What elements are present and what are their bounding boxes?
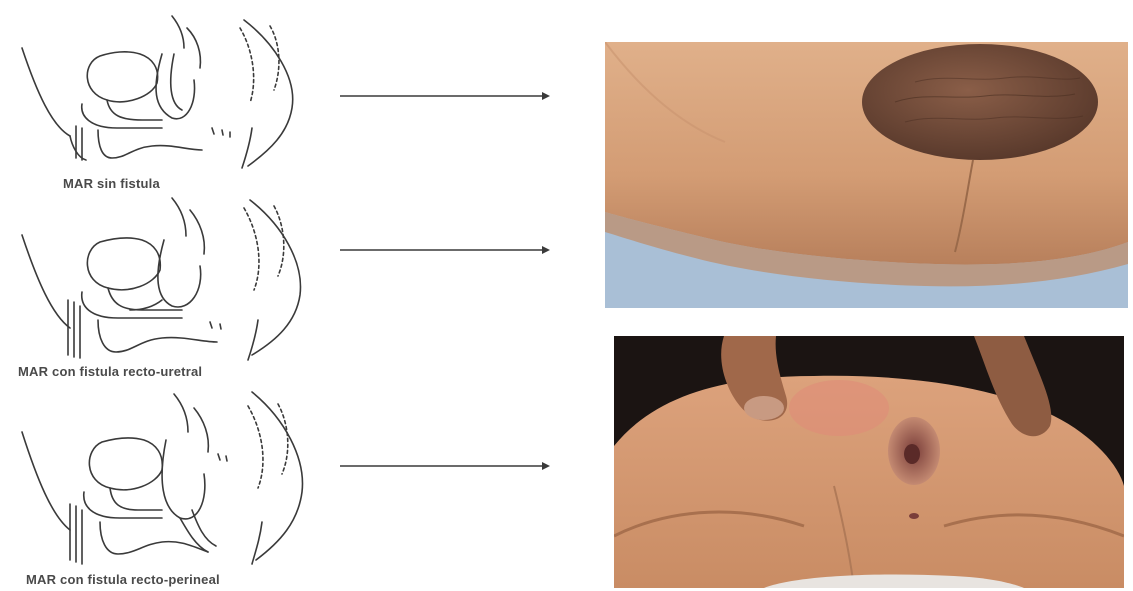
anatomy-diagram-no-fistula <box>12 8 332 173</box>
arrow-right-3 <box>338 459 553 473</box>
caption-recto-urethral: MAR con fistula recto-uretral <box>18 364 202 379</box>
caption-recto-perineal: MAR con fistula recto-perineal <box>26 572 220 587</box>
clinical-photo-no-fistula <box>605 42 1128 308</box>
anatomy-diagram-recto-urethral <box>12 190 342 365</box>
clinical-photo-recto-perineal-fistula <box>614 336 1124 588</box>
anatomy-diagram-recto-perineal <box>12 384 342 569</box>
arrow-right-2 <box>338 243 553 257</box>
caption-no-fistula: MAR sin fistula <box>63 176 160 191</box>
arrow-right-1 <box>338 89 553 103</box>
